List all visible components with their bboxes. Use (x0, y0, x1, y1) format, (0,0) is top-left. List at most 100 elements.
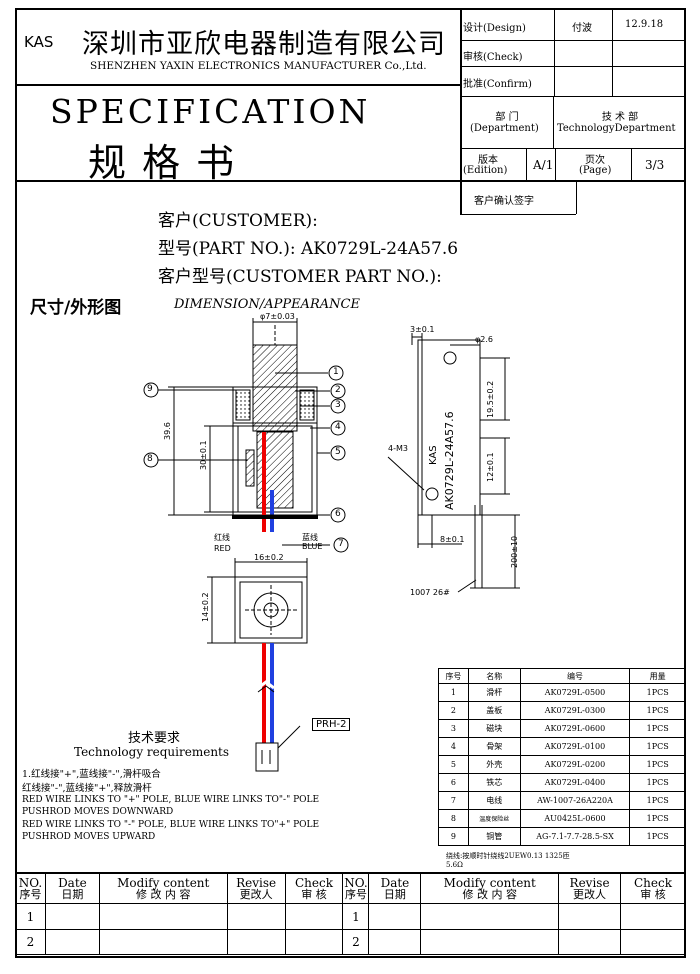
part-code: AK0729L-0200 (519, 755, 631, 774)
dim-top: 3±0.1 (410, 325, 435, 334)
page-label-cn: 页次 (585, 155, 605, 166)
red-wire-front (262, 432, 266, 532)
dim-diameter: φ7±0.03 (260, 312, 295, 321)
header-divider (15, 84, 461, 86)
part-code: AG-7.1-7.7-28.5-SX (519, 827, 631, 846)
rev-header-no-right: NO.序号 (342, 873, 370, 904)
requirements-title-cn: 技术要求 (128, 731, 181, 746)
dimension-section-en: DIMENSION/APPEARANCE (174, 297, 360, 312)
part-name: 盖板 (467, 701, 521, 720)
connector-label: PRH-2 (312, 718, 351, 731)
part-no: 2 (438, 701, 469, 720)
blue-wire-front (270, 490, 274, 532)
part-code: AU0425L-0600 (519, 809, 631, 828)
callout-1: 1 (333, 367, 339, 377)
page-label-en: (Page) (579, 165, 612, 176)
spec-title-en: SPECIFICATION (50, 92, 371, 131)
part-no: 8 (438, 809, 469, 828)
dim-wire: 200±10 (510, 535, 519, 568)
department-label-cn: 部 门 (495, 112, 519, 123)
part-no: 9 (438, 827, 469, 846)
callout-9: 9 (147, 384, 153, 394)
part-name: 温度保险丝 (467, 809, 521, 828)
requirement-line-5: RED WIRE LINKS TO "-" POLE, BLUE WIRE LI… (22, 820, 320, 830)
parts-header-row: 序号 名称 编号 用量 (438, 668, 686, 684)
edition-label-cn: 版本 (478, 155, 498, 166)
dim-depth: 14±0.2 (201, 592, 210, 622)
part-no: 1 (438, 683, 469, 702)
part-qty: 1PCS (629, 827, 686, 846)
revision-row: 1 1 (15, 903, 686, 930)
title-divider (15, 180, 686, 182)
requirements-title-en: Technology requirements (74, 745, 230, 759)
part-qty: 1PCS (629, 683, 686, 702)
part-name: 骨架 (467, 737, 521, 756)
side-label-kas: KAS (428, 445, 439, 465)
design-name: 付波 (572, 23, 592, 34)
requirement-line-1: 1.红线接"+",蓝线接"-",滑杆吸合 (22, 769, 161, 780)
dim-hole: φ2.6 (475, 335, 493, 344)
part-name: 磁块 (467, 719, 521, 738)
wire-spec: 1007 26# (410, 588, 450, 597)
requirement-line-2: 红线接"-",蓝线接"+",释放滑杆 (22, 783, 152, 794)
check-label: 审核(Check) (463, 52, 523, 63)
part-code: AK0729L-0300 (519, 701, 631, 720)
parts-note-resistance: 5.6Ω (446, 861, 463, 869)
confirm-label: 批准(Confirm) (463, 79, 532, 90)
customer-signature-label: 客户确认签字 (474, 196, 534, 207)
part-name: 外壳 (467, 755, 521, 774)
red-wire-label-cn: 红线 (214, 533, 230, 542)
page-value: 3/3 (645, 158, 665, 172)
part-name: 电线 (467, 791, 521, 810)
requirement-line-6: PUSHROD MOVES UPWARD (22, 832, 156, 842)
callout-3: 3 (335, 400, 341, 410)
callout-5: 5 (335, 447, 341, 457)
part-code: AK0729L-0100 (519, 737, 631, 756)
rev-row-no: 2 (15, 929, 46, 955)
department-value-cn: 技 术 部 (601, 112, 639, 123)
part-code: AW-1007-26A220A (519, 791, 631, 810)
callout-8: 8 (147, 454, 153, 464)
company-name-en: SHENZHEN YAXIN ELECTRONICS MANUFACTURER … (90, 60, 427, 72)
side-label-part: AK0729L-24A57.6 (443, 411, 456, 510)
red-wire-lead (262, 643, 266, 743)
blue-wire-lead (270, 643, 274, 743)
blue-wire-label-en: BLUE (302, 542, 323, 551)
department-label-en: (Department) (470, 123, 539, 134)
requirement-line-4: PUSHROD MOVES DOWNWARD (22, 807, 174, 817)
part-no: 7 (438, 791, 469, 810)
revision-row: 2 2 (15, 929, 686, 955)
dim-lower: 12±0.1 (486, 452, 495, 482)
screw-spec: 4-M3 (388, 444, 408, 453)
callout-4: 4 (335, 422, 341, 432)
part-qty: 1PCS (629, 737, 686, 756)
part-qty: 1PCS (629, 701, 686, 720)
part-qty: 1PCS (629, 791, 686, 810)
top-view (207, 558, 308, 644)
part-no: 4 (438, 737, 469, 756)
dim-height: 39.6 (163, 422, 172, 440)
parts-header-name: 名称 (467, 668, 521, 684)
rev-header-no: NO.序号 (15, 873, 46, 904)
parts-header-no: 序号 (438, 668, 469, 684)
parts-note: 绕线:按顺时针绕线2UEW0.13 1325匝 (446, 852, 570, 860)
red-wire-label-en: RED (214, 544, 231, 553)
side-view (387, 333, 520, 593)
